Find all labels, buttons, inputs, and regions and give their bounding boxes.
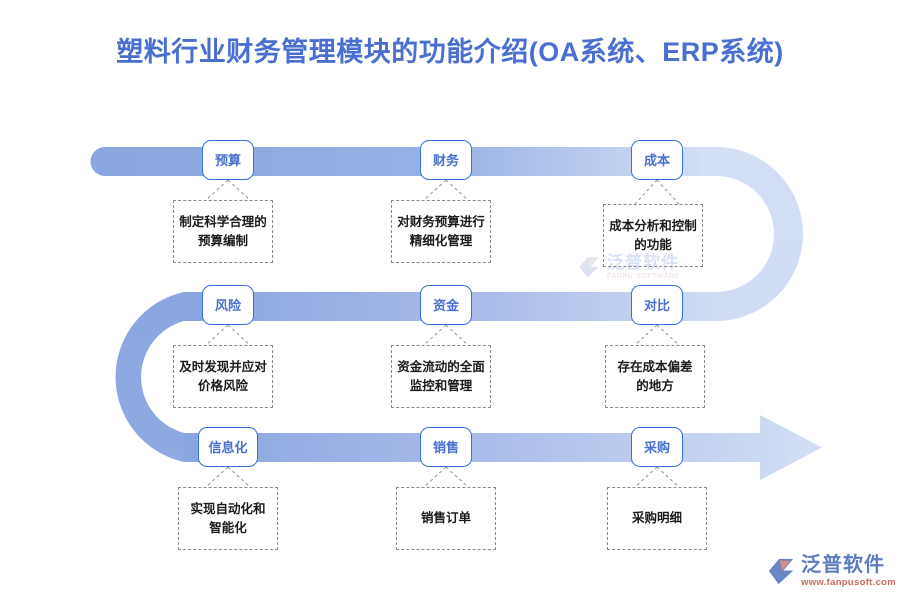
desc-box-informatization: 实现自动化和 智能化: [178, 487, 278, 550]
brand-name: 泛普软件: [801, 553, 885, 576]
node-box-funds[interactable]: 资金: [420, 285, 472, 325]
band-curve-right: [700, 147, 803, 321]
desc-text: 制定科学合理的 预算编制: [179, 215, 267, 248]
connector-budget: [205, 180, 251, 201]
node-box-cost[interactable]: 成本: [631, 140, 683, 180]
desc-box-comparison: 存在成本偏差 的地方: [605, 345, 705, 408]
node-label: 信息化: [208, 439, 248, 455]
node-box-finance[interactable]: 财务: [420, 140, 472, 180]
connector-comparison: [634, 325, 680, 346]
node-label: 对比: [643, 297, 670, 313]
desc-box-cost: 成本分析和控制 的功能: [603, 204, 703, 267]
desc-text: 资金流动的全面 监控和管理: [397, 360, 485, 393]
desc-text: 及时发现并应对 价格风险: [179, 360, 267, 393]
desc-box-procurement: 采购明细: [607, 487, 707, 550]
desc-text: 对财务预算进行 精细化管理: [397, 215, 485, 248]
desc-box-finance: 对财务预算进行 精细化管理: [391, 200, 491, 263]
node-label: 财务: [432, 152, 459, 168]
brand-logo: 泛普软件 www.fanpusoft.com: [766, 548, 896, 594]
desc-text: 销售订单: [420, 511, 471, 526]
fanpu-logo-mark-icon: [768, 558, 794, 585]
node-label: 资金: [432, 297, 459, 313]
band-row-3-with-arrow: [184, 415, 822, 480]
desc-text: 成本分析和控制 的功能: [609, 219, 697, 252]
brand-url: www.fanpusoft.com: [801, 576, 896, 588]
connector-sales: [423, 467, 469, 488]
node-box-budget[interactable]: 预算: [202, 140, 254, 180]
connector-finance: [423, 180, 469, 201]
desc-box-risk: 及时发现并应对 价格风险: [173, 345, 273, 408]
node-label: 预算: [214, 152, 241, 168]
node-box-procurement[interactable]: 采购: [631, 427, 683, 467]
node-label: 销售: [432, 439, 459, 455]
connector-informatization: [205, 467, 251, 488]
desc-text: 实现自动化和 智能化: [190, 502, 266, 535]
watermark-en: FANPU SOFTWARE: [607, 273, 681, 280]
node-label: 风险: [214, 297, 241, 313]
connector-risk: [205, 325, 251, 346]
connector-cost: [634, 180, 680, 205]
desc-text: 采购明细: [631, 511, 682, 526]
desc-text: 存在成本偏差 的地方: [617, 360, 693, 393]
node-box-informatization[interactable]: 信息化: [198, 427, 258, 467]
node-box-risk[interactable]: 风险: [202, 285, 254, 325]
node-box-comparison[interactable]: 对比: [631, 285, 683, 325]
fanpu-logo-mark-icon: [579, 257, 599, 278]
desc-box-budget: 制定科学合理的 预算编制: [173, 200, 273, 263]
node-label: 采购: [643, 439, 670, 455]
desc-box-funds: 资金流动的全面 监控和管理: [391, 345, 491, 408]
connector-funds: [423, 325, 469, 346]
desc-box-sales: 销售订单: [396, 487, 496, 550]
band-row-1: [90, 147, 712, 176]
node-label: 成本: [643, 152, 670, 168]
connector-procurement: [634, 467, 680, 488]
node-box-sales[interactable]: 销售: [420, 427, 472, 467]
page-title: 塑料行业财务管理模块的功能介绍(OA系统、ERP系统): [116, 37, 784, 67]
